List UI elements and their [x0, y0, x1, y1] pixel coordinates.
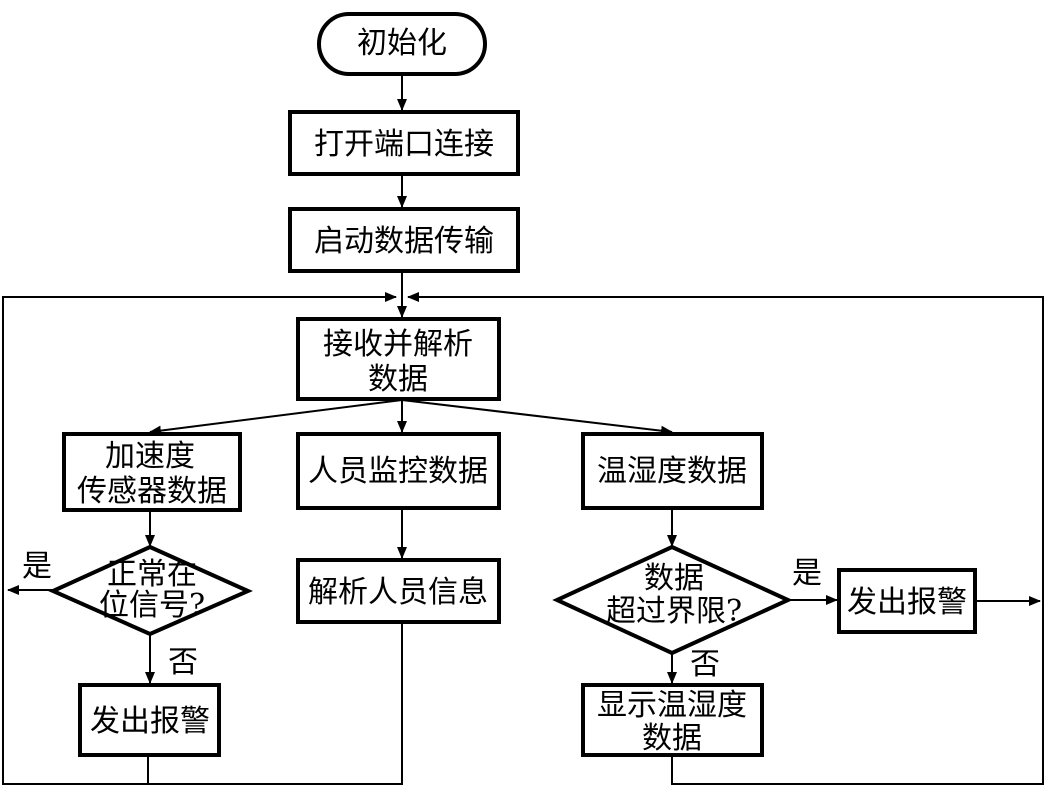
node-open-port-label: 打开端口连接	[314, 127, 494, 162]
node-personnel: 人员监控数据	[296, 432, 501, 510]
process-shape	[288, 110, 520, 176]
node-alarm-left-label: 发出报警	[90, 704, 210, 739]
node-display-temp: 显示温湿度 数据	[581, 683, 764, 757]
node-normal-signal: 正常在 位信号?	[48, 544, 253, 637]
process-shape	[78, 683, 221, 757]
process-shape	[581, 432, 764, 510]
node-temp-humidity-label: 温湿度数据	[597, 454, 747, 489]
node-exceed-label-line2: 超过界限?	[606, 594, 742, 629]
node-normal-label-line1: 正常在	[107, 557, 197, 592]
node-start-transfer-label: 启动数据传输	[314, 224, 494, 259]
node-display-label-line1: 显示温湿度	[597, 688, 747, 723]
node-alarm-left: 发出报警	[78, 683, 221, 757]
process-shape	[62, 432, 242, 512]
decision-shape	[552, 544, 793, 656]
process-shape	[288, 207, 520, 273]
edge-label-no-left: 否	[168, 645, 198, 680]
node-start-transfer: 启动数据传输	[288, 207, 520, 273]
decision-shape	[48, 544, 253, 637]
node-normal-label-line2: 位信号?	[99, 588, 205, 623]
arrow-receive-to-temp	[401, 399, 673, 436]
terminator-shape	[317, 12, 487, 76]
node-receive-label-line2: 数据	[368, 362, 428, 397]
node-temp-humidity: 温湿度数据	[581, 432, 764, 510]
node-parse-personnel: 解析人员信息	[296, 558, 501, 624]
node-parse-personnel-label: 解析人员信息	[308, 575, 488, 610]
arrow-receive-to-accel	[149, 399, 403, 436]
node-alarm-right-label: 发出报警	[847, 585, 967, 620]
edge-label-no-right: 否	[690, 647, 720, 682]
process-shape	[837, 568, 977, 634]
process-shape	[581, 683, 764, 757]
process-shape	[296, 432, 501, 510]
node-exceed-label-line1: 数据	[644, 561, 704, 596]
node-receive-label-line1: 接收并解析	[323, 327, 473, 362]
edge-label-yes-right: 是	[792, 556, 822, 591]
node-receive: 接收并解析 数据	[296, 317, 501, 401]
node-alarm-right: 发出报警	[837, 568, 977, 634]
node-exceed-limit: 数据 超过界限?	[552, 544, 793, 656]
node-accel: 加速度 传感器数据	[62, 432, 242, 512]
node-accel-label-line2: 传感器数据	[77, 474, 227, 509]
node-personnel-label: 人员监控数据	[308, 454, 488, 489]
node-init: 初始化	[317, 12, 487, 76]
node-open-port: 打开端口连接	[288, 110, 520, 176]
loop-middle	[3, 622, 403, 785]
connectors	[2, 75, 1044, 785]
node-display-label-line2: 数据	[642, 721, 702, 756]
loop-right	[407, 292, 1044, 785]
edge-label-yes-left: 是	[22, 549, 52, 584]
node-init-label: 初始化	[357, 26, 447, 61]
node-accel-label-line1: 加速度	[105, 439, 195, 474]
process-shape	[296, 558, 501, 624]
process-shape	[296, 317, 501, 401]
